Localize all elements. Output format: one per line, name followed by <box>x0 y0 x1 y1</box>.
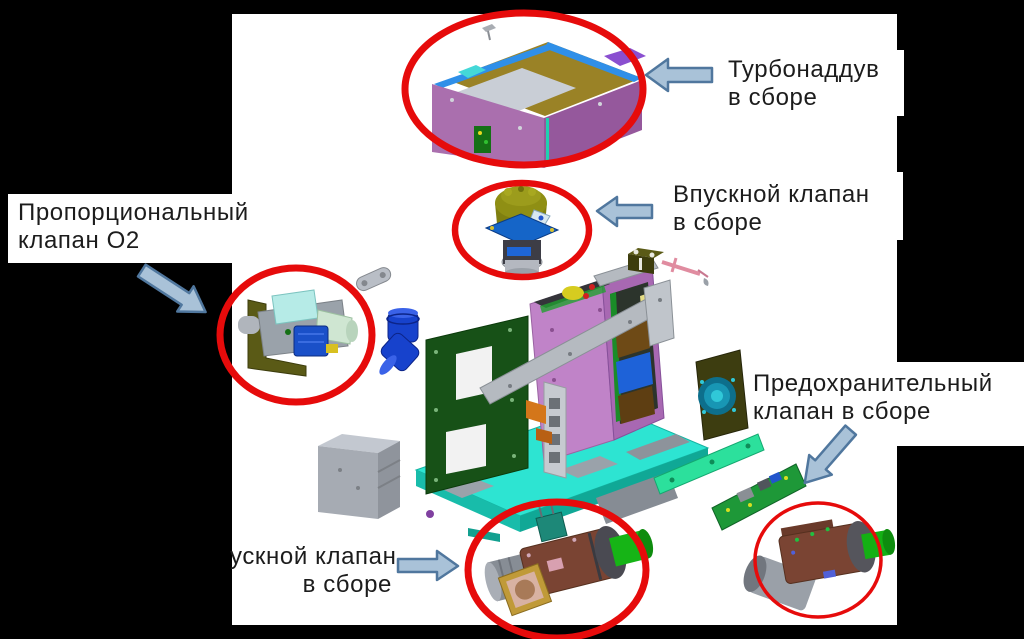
main-chassis <box>425 315 529 495</box>
pink-fitting-part <box>661 257 709 286</box>
turbo-label-line2: в сборе <box>728 84 818 111</box>
intake-label: Впускной клапан в сборе <box>673 181 870 237</box>
exhaust-label-line2: в сборе <box>302 571 392 598</box>
safety-label: Предохранительный клапан в сборе <box>753 370 993 426</box>
turbocharger-assembly <box>432 42 646 168</box>
exhaust-label: ускной клапан в сборе <box>230 543 397 599</box>
bracket-clip <box>356 267 392 292</box>
safety-label-line1: Предохранительный <box>753 370 993 397</box>
elbow-pipe <box>379 308 420 375</box>
power-supply-box <box>318 434 401 519</box>
o2-label: Пропорциональный клапан О2 <box>18 199 249 255</box>
o2-label-box <box>8 194 255 263</box>
exhaust-label-line1: ускной клапан <box>230 543 397 570</box>
safety-valve-assembly <box>743 519 896 611</box>
exhaust-highlight-circle <box>464 498 650 639</box>
safety-label-box <box>888 362 1024 446</box>
intake-valve-assembly <box>484 186 560 278</box>
pcb-board <box>711 463 807 531</box>
proportional-o2-valve <box>238 289 358 377</box>
turbo-arrow-icon <box>644 57 714 93</box>
turbo-label: Турбонаддув в сборе <box>728 56 879 112</box>
o2-arrow-icon <box>136 263 207 314</box>
turbo-label-line1: Турбонаддув <box>728 56 880 83</box>
canvas-edge-strip <box>897 172 903 240</box>
safety-highlight-circle <box>753 501 883 619</box>
mount-bar <box>653 433 765 495</box>
ladder-bracket <box>526 381 567 479</box>
o2-highlight-circle <box>216 264 376 406</box>
safety-label-line2: клапан в сборе <box>753 398 931 425</box>
intake-highlight-circle <box>451 179 593 281</box>
intake-label-line2: в сборе <box>673 209 763 236</box>
screw-part <box>482 24 496 41</box>
blower <box>695 349 749 441</box>
intake-arrow-icon <box>595 195 654 228</box>
exhaust-arrow-icon <box>396 549 460 582</box>
cross-beam <box>479 279 675 405</box>
connector-block-part <box>628 248 664 274</box>
o2-label-line2: клапан О2 <box>18 227 140 254</box>
intake-label-line1: Впускной клапан <box>673 181 870 208</box>
turbo-highlight-circle <box>401 9 647 169</box>
safety-arrow-icon <box>803 424 858 485</box>
o2-label-line1: Пропорциональный <box>18 199 249 226</box>
canvas-edge-strip <box>897 50 904 116</box>
